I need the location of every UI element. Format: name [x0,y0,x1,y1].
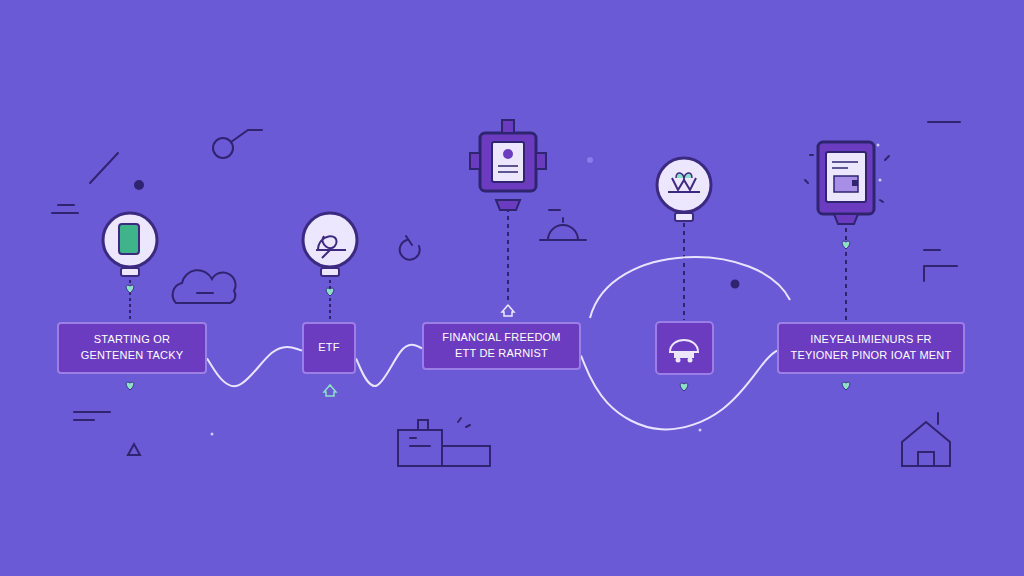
background-doodles [52,122,960,466]
step-label: FINANCIAL FREEDOM ETT DE RARNIST [434,330,569,362]
decorative-arc [590,257,790,318]
pin-icons [103,120,874,396]
pin-icon [470,120,546,316]
step-box: INEYEALIMIENURS FR TEYIONER PINOR IOAT M… [777,322,965,374]
step-label: STARTING OR GENTENEN TACKY [69,332,195,364]
step-box: STARTING OR GENTENEN TACKY [57,322,207,374]
icon-box [656,322,713,374]
step-label: ETF [318,340,339,356]
journey-path [581,351,777,430]
step-label: INEYEALIMIENURS FR TEYIONER PINOR IOAT M… [789,332,953,364]
step-box: FINANCIAL FREEDOM ETT DE RARNIST [422,322,581,370]
pin-icon [303,213,357,396]
journey-path [356,345,422,386]
step-box: ETF [302,322,356,374]
journey-path [207,347,302,386]
